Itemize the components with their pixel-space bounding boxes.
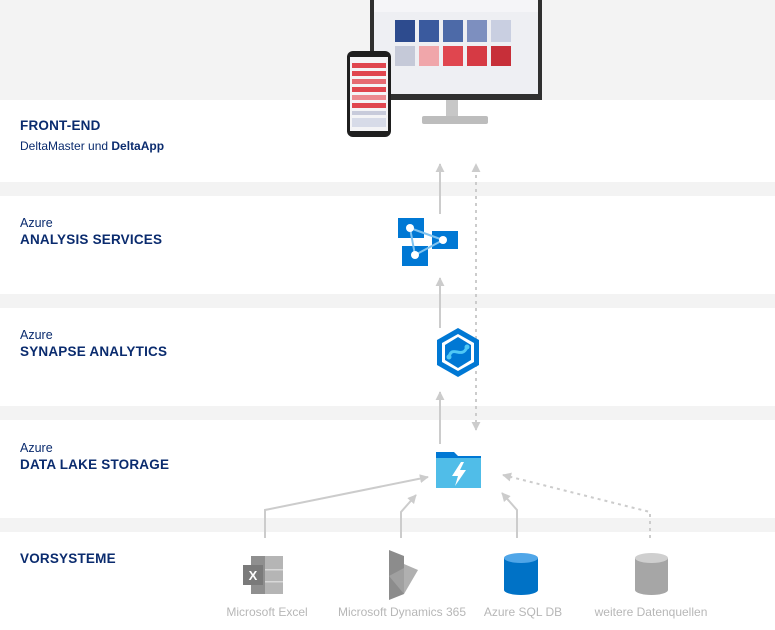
lake-title: DATA LAKE STORAGE <box>20 457 170 472</box>
frontend-desc-deltamaster: DeltaMaster <box>20 139 85 153</box>
synapse-band <box>0 308 775 406</box>
synapse-analytics-icon <box>437 328 479 377</box>
frontend-title: FRONT-END <box>20 118 101 133</box>
vorsysteme-title: VORSYSTEME <box>20 551 116 566</box>
analysis-prefix: Azure <box>20 216 53 230</box>
synapse-prefix: Azure <box>20 328 53 342</box>
svg-text:X: X <box>249 568 258 583</box>
analysis-services-icon <box>398 218 458 266</box>
frontend-description: DeltaMaster und DeltaApp <box>20 139 164 153</box>
source-label-excel: Microsoft Excel <box>226 605 308 619</box>
smartphone-icon <box>347 51 391 137</box>
excel-icon: X <box>243 556 283 594</box>
synapse-title: SYNAPSE ANALYTICS <box>20 344 168 359</box>
flow-arrows <box>264 163 651 538</box>
dynamics-icon <box>389 550 418 600</box>
source-label-dynamics: Microsoft Dynamics 365 <box>337 605 467 619</box>
source-label-sql-db: Azure SQL DB <box>483 605 563 619</box>
lake-prefix: Azure <box>20 441 53 455</box>
frontend-desc-deltaapp: DeltaApp <box>111 139 165 153</box>
monitor-icon <box>370 0 542 124</box>
lake-band <box>0 420 775 518</box>
sql-db-icon <box>504 553 538 595</box>
frontend-desc-und: und <box>84 139 112 153</box>
analysis-band <box>0 196 775 294</box>
database-icon <box>635 553 668 595</box>
data-lake-storage-icon <box>436 452 481 488</box>
analysis-title: ANALYSIS SERVICES <box>20 232 163 247</box>
source-label-weitere: weitere Datenquellen <box>594 605 708 619</box>
